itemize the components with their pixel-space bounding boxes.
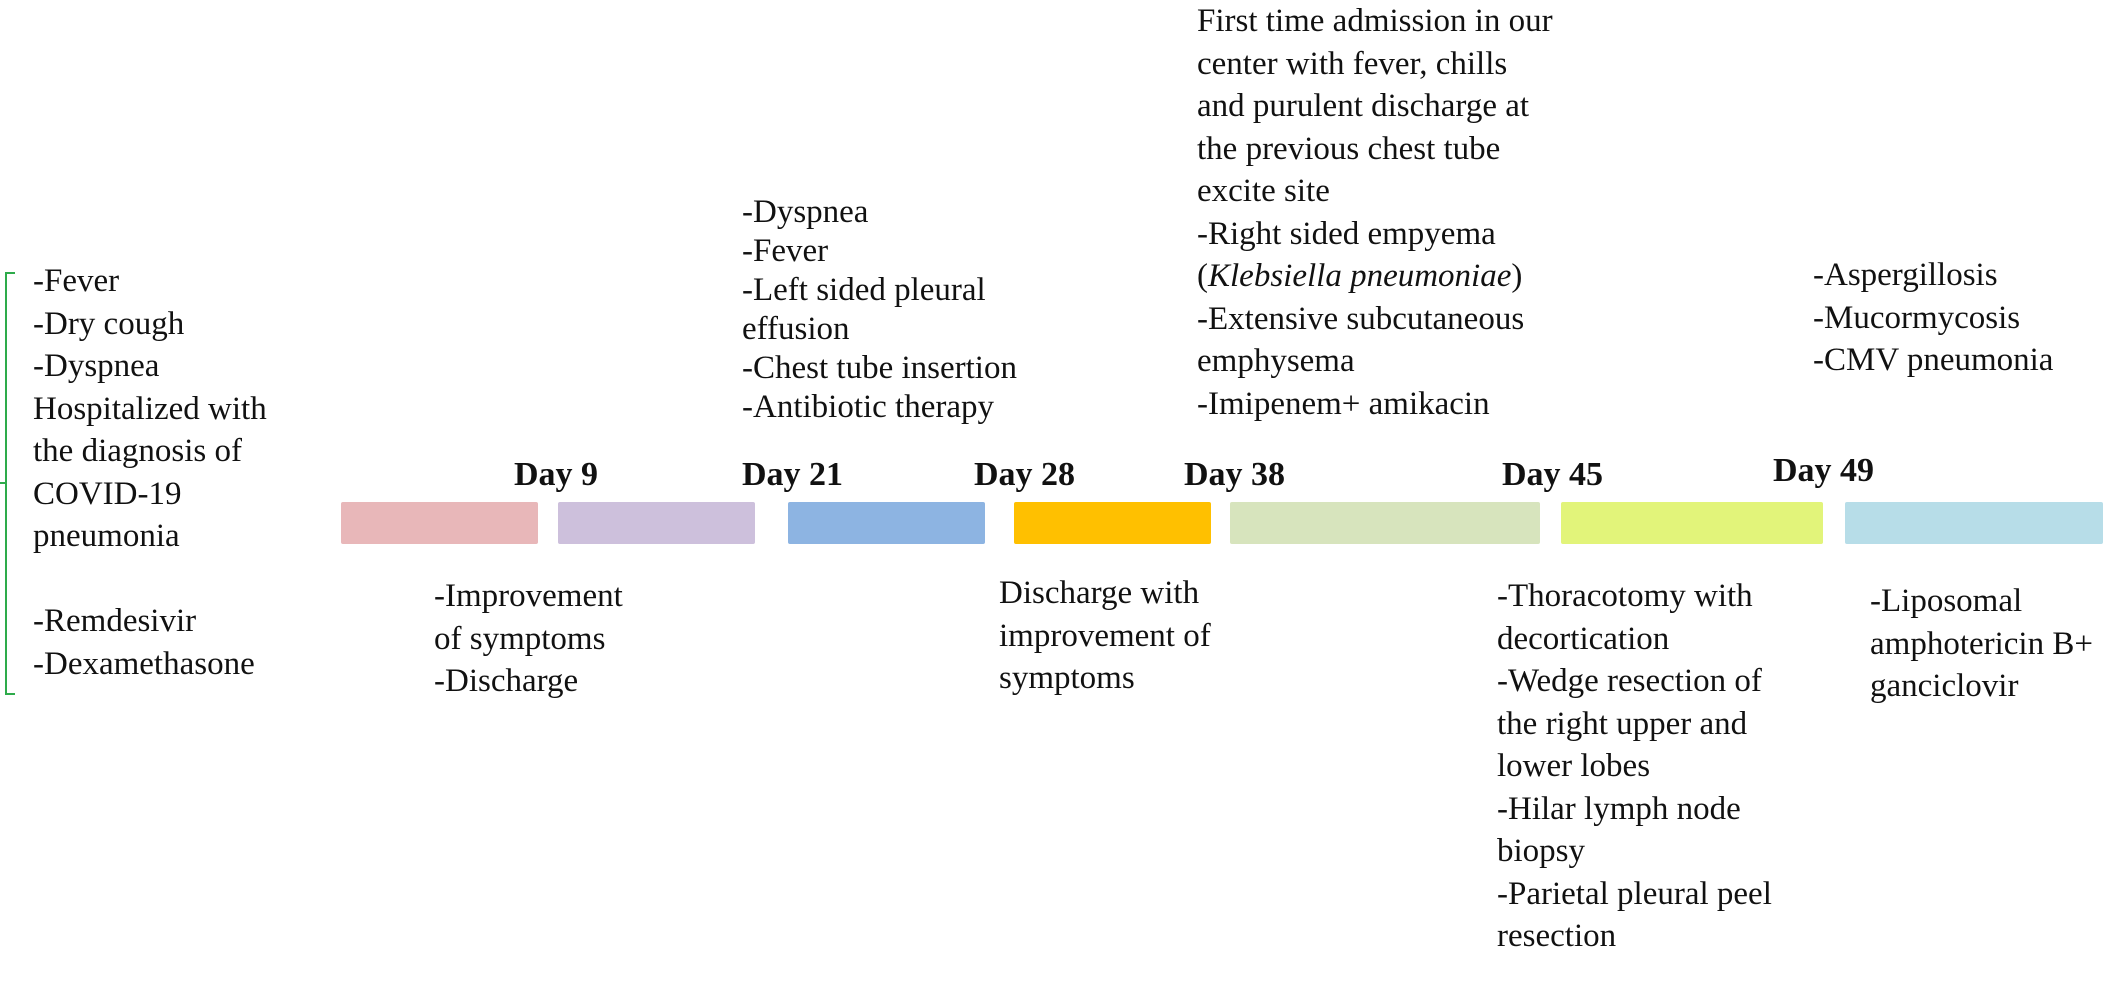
text-line: (Klebsiella pneumoniae)	[1197, 255, 1553, 298]
text-line: -Right sided empyema	[1197, 215, 1496, 252]
text-line: -Remdesivir	[33, 603, 197, 639]
text-line: -Fever	[742, 233, 829, 269]
timeline-bar-5	[1230, 502, 1540, 544]
day-label-21: Day 21	[742, 456, 844, 493]
timeline-bar-7	[1845, 502, 2103, 544]
text-line: -Fever	[33, 263, 120, 299]
text-line: -Dyspnea	[33, 348, 160, 384]
text-line: the diagnosis of	[33, 433, 242, 469]
text-line: -Discharge	[434, 663, 579, 699]
text-line: -Parietal pleural peel	[1497, 875, 1772, 912]
text-line: COVID-19	[33, 475, 182, 512]
text-line: excite site	[1197, 173, 1330, 209]
text-line: amphotericin B+	[1870, 625, 2093, 662]
text-line: -Antibiotic therapy	[742, 389, 995, 425]
text-line: of symptoms	[434, 620, 606, 657]
day-label-45: Day 45	[1502, 456, 1604, 493]
text-line: First time admission in our	[1197, 3, 1553, 39]
text-line: -Wedge resection of	[1497, 663, 1762, 699]
text-line: -Dry cough	[33, 305, 185, 342]
bracket-tick	[0, 482, 6, 484]
day-label-49: Day 49	[1773, 452, 1875, 489]
text-line: -Dyspnea	[742, 194, 869, 230]
initial-presentation-bracket	[5, 272, 15, 695]
text-line: symptoms	[999, 660, 1135, 696]
initial-presentation-text: -Fever -Dry cough -Dyspnea Hospitalized …	[33, 260, 267, 685]
day49-treatment-text: -Liposomal amphotericin B+ ganciclovir	[1870, 580, 2093, 708]
day49-events-text: -Aspergillosis -Mucormycosis -CMV pneumo…	[1813, 254, 2053, 382]
text-line: -Thoracotomy with	[1497, 578, 1753, 614]
text-line: and purulent discharge at	[1197, 88, 1530, 124]
text-line: lower lobes	[1497, 748, 1651, 784]
text-line: emphysema	[1197, 343, 1355, 379]
text-line: resection	[1497, 918, 1617, 954]
text-line: -Imipenem+ amikacin	[1197, 385, 1490, 422]
day45-events-text: -Thoracotomy with decortication -Wedge r…	[1497, 575, 1772, 958]
text-line: decortication	[1497, 620, 1670, 657]
text-line: biopsy	[1497, 833, 1586, 869]
timeline-bar-1	[341, 502, 538, 544]
day9-events-text: -Improvement of symptoms -Discharge	[434, 575, 623, 703]
text-line: -Dexamethasone	[33, 645, 255, 682]
day-label-38: Day 38	[1184, 456, 1286, 493]
text-line: improvement of	[999, 617, 1211, 654]
text-line: Discharge with	[999, 575, 1200, 611]
timeline-bar-3	[788, 502, 985, 544]
spacer	[33, 558, 267, 601]
day28-events-text: Discharge with improvement of symptoms	[999, 572, 1211, 700]
text-line: Hospitalized with	[33, 390, 267, 427]
text-line: -Improvement	[434, 578, 623, 614]
timeline-bar-2	[558, 502, 755, 544]
text-line: center with fever, chills	[1197, 45, 1508, 82]
text-line: -Extensive subcutaneous	[1197, 300, 1525, 337]
timeline-bar-6	[1561, 502, 1823, 544]
text-line: -Hilar lymph node	[1497, 790, 1741, 827]
text-line: -Left sided pleural	[742, 272, 986, 308]
day-label-9: Day 9	[514, 456, 599, 493]
text-line: -Aspergillosis	[1813, 257, 1998, 293]
text-line: -Liposomal	[1870, 583, 2023, 619]
text-line: -CMV pneumonia	[1813, 342, 2054, 378]
text-line: -Mucormycosis	[1813, 299, 2021, 336]
day21-events-text: -Dyspnea -Fever -Left sided pleural effu…	[742, 193, 1017, 427]
text-line: -Chest tube insertion	[742, 350, 1017, 386]
timeline-bar-4	[1014, 502, 1211, 544]
day38-events-text: First time admission in our center with …	[1197, 0, 1553, 425]
organism-name: Klebsiella pneumoniae	[1208, 258, 1512, 294]
day-label-28: Day 28	[974, 456, 1076, 493]
text-line: the previous chest tube	[1197, 130, 1501, 167]
paren-open: (	[1197, 258, 1208, 294]
text-line: ganciclovir	[1870, 668, 2019, 704]
text-line: the right upper and	[1497, 705, 1748, 742]
text-line: effusion	[742, 311, 850, 347]
paren-close: )	[1511, 258, 1523, 294]
text-line: pneumonia	[33, 518, 180, 554]
